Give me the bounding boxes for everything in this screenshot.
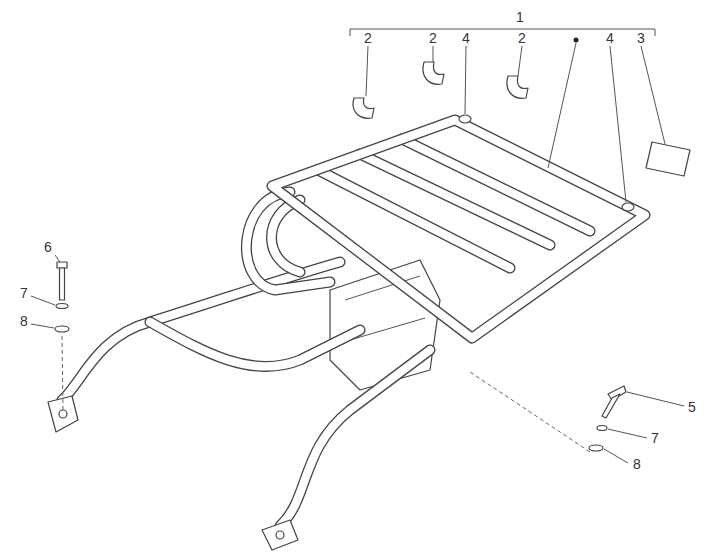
bolt-head [57, 262, 67, 268]
leader-lines [31, 43, 684, 463]
cap-part [622, 203, 634, 211]
clip-part [507, 76, 528, 98]
callout-number: 2 [516, 30, 528, 46]
callout-number: 2 [362, 30, 374, 46]
spring-washer [597, 426, 607, 431]
mounting-block [330, 260, 440, 390]
callout-number: 8 [18, 313, 30, 329]
callout-number: 2 [427, 30, 439, 46]
cap-part [459, 115, 471, 123]
mount-hole [276, 531, 284, 539]
callout-number: 4 [604, 30, 616, 46]
mount-foot [262, 520, 298, 550]
callout-number: 3 [635, 30, 647, 46]
rack-tubes [62, 120, 645, 526]
group-dot [574, 38, 579, 43]
callout-number: 5 [686, 399, 698, 415]
flat-washer [589, 445, 603, 451]
clip-part [423, 62, 444, 84]
callout-number: 4 [460, 30, 472, 46]
callout-number: 8 [631, 456, 643, 472]
bolt-shank [602, 394, 620, 418]
trim-part [646, 142, 690, 176]
mount-hole [59, 410, 67, 418]
flat-washer [55, 326, 69, 332]
callout-number: 6 [42, 239, 54, 255]
callout-number: 1 [514, 9, 526, 25]
clip-part [353, 98, 374, 118]
callout-number: 7 [649, 430, 661, 446]
spring-washer [56, 304, 68, 309]
callout-number: 7 [18, 285, 30, 301]
bolt-shank [60, 268, 65, 300]
